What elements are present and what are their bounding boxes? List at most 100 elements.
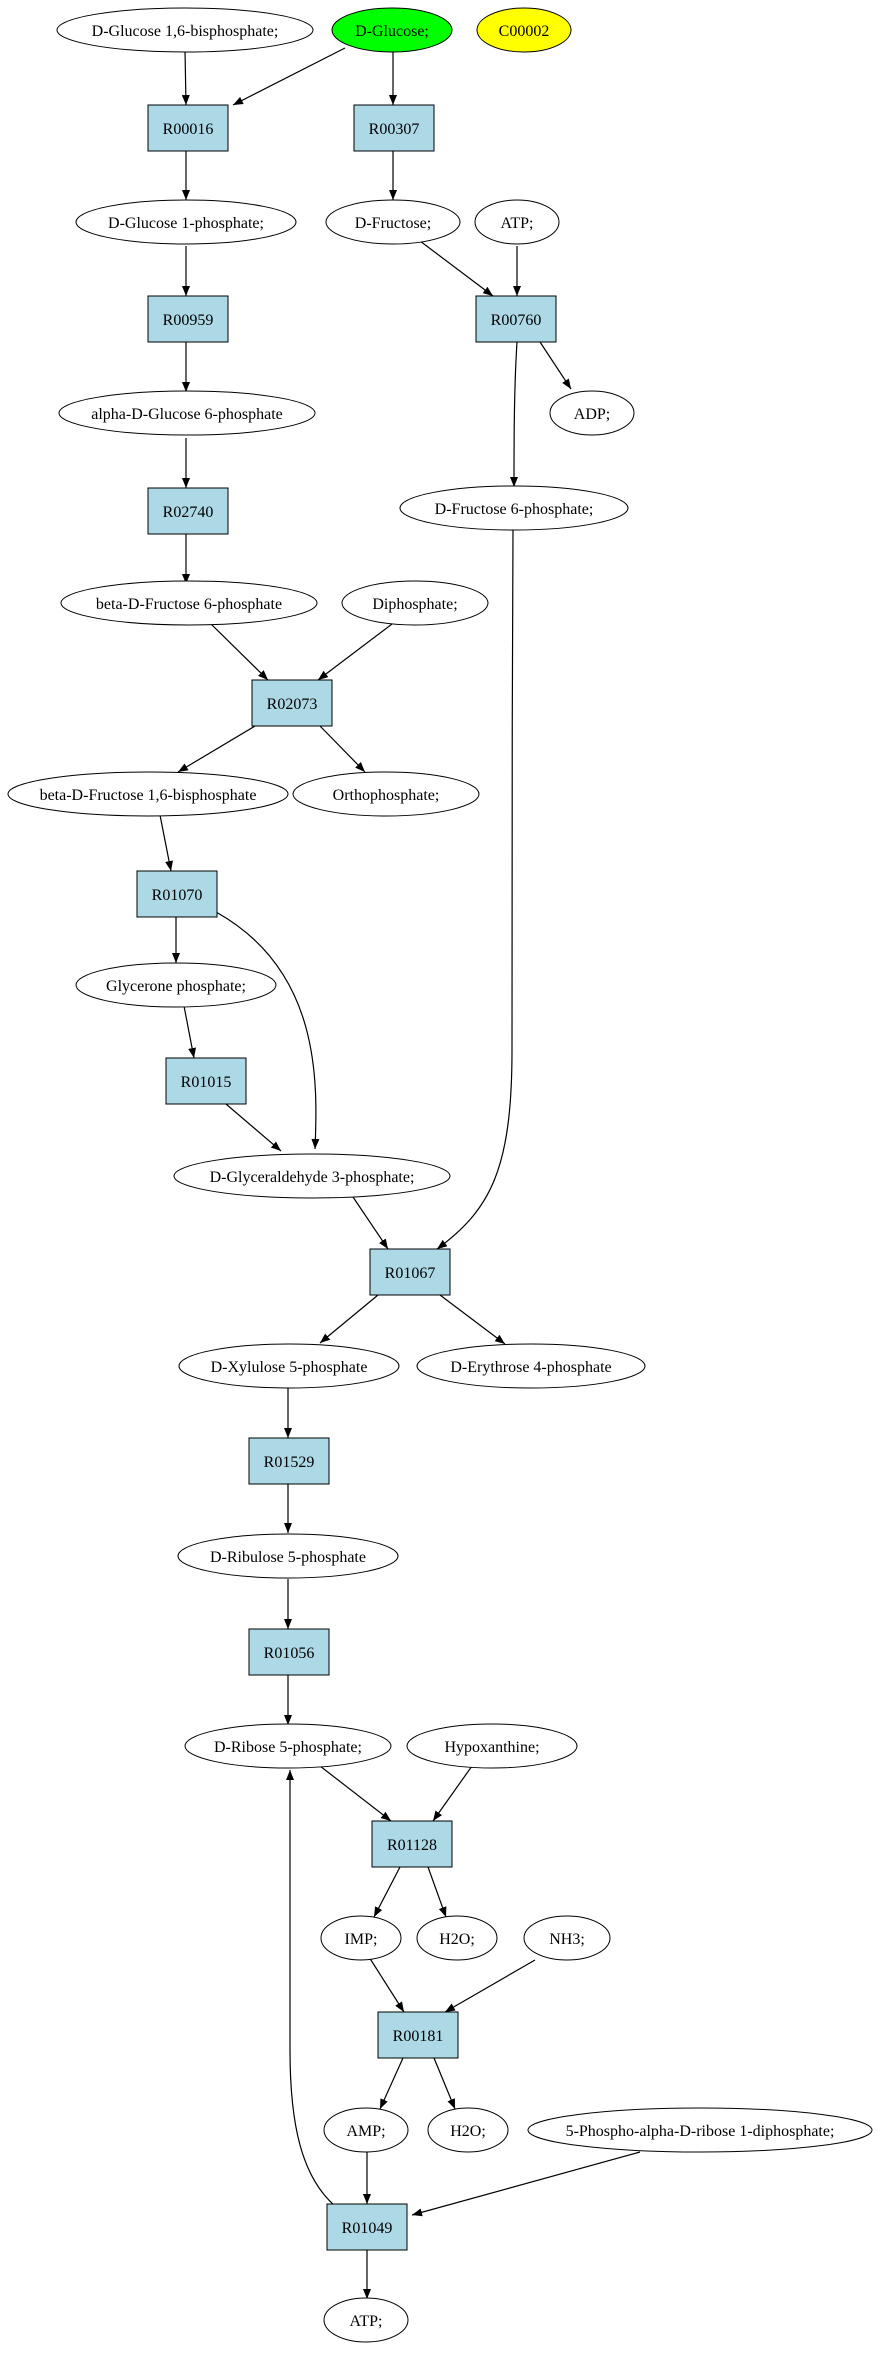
edge-glycerone-r01015: [183, 1005, 197, 1059]
reaction-label: R00016: [163, 121, 214, 138]
reaction-label: R01056: [264, 1645, 315, 1662]
reaction-label: R01070: [152, 887, 203, 904]
reaction-node[interactable]: R01067: [369, 1248, 451, 1296]
compound-node[interactable]: D-Fructose 6-phosphate;: [399, 485, 629, 531]
compound-node[interactable]: D-Ribulose 5-phosphate: [177, 1533, 399, 1579]
compound-node[interactable]: alpha-D-Glucose 6-phosphate: [58, 390, 316, 436]
compound-label: ATP;: [350, 2313, 383, 2330]
reaction-node[interactable]: R02073: [251, 679, 333, 727]
reaction-node[interactable]: R00016: [147, 104, 229, 152]
compound-node[interactable]: D-Glucose 1,6-bisphosphate;: [56, 7, 314, 53]
edge-r00760-adp: [539, 341, 572, 390]
edge-fructose-r00760: [419, 240, 494, 297]
compound-label: NH3;: [549, 1931, 585, 1948]
compound-node[interactable]: AMP;: [323, 2107, 409, 2153]
reaction-node[interactable]: R01529: [248, 1437, 330, 1485]
compound-label: Diphosphate;: [372, 596, 457, 613]
reaction-node[interactable]: R02740: [147, 487, 229, 535]
compound-node[interactable]: beta-D-Fructose 1,6-bisphosphate: [7, 771, 289, 817]
reaction-node[interactable]: R01049: [326, 2203, 408, 2251]
edge-glucose-r00016: [232, 47, 346, 106]
compound-label: H2O;: [450, 2123, 486, 2140]
edge-prpp-r01049: [411, 2151, 641, 2217]
edge-r01128-imp: [373, 1866, 401, 1918]
compound-label: Hypoxanthine;: [444, 1739, 539, 1756]
compound-node[interactable]: NH3;: [523, 1915, 611, 1961]
edge-bf6p-r02073: [210, 623, 269, 681]
compound-node[interactable]: beta-D-Fructose 6-phosphate: [60, 580, 318, 626]
edge-r00181-amp: [379, 2057, 404, 2110]
edge-g16bp-r00016: [181, 49, 190, 106]
compound-node[interactable]: Orthophosphate;: [292, 771, 480, 817]
compound-node[interactable]: D-Xylulose 5-phosphate: [178, 1343, 400, 1389]
compound-label: beta-D-Fructose 6-phosphate: [96, 596, 282, 613]
compound-node[interactable]: Diphosphate;: [341, 580, 489, 626]
edge-r01128-h2o: [427, 1866, 447, 1918]
compound-node-start[interactable]: D-Glucose;: [331, 7, 453, 53]
reaction-label: R00959: [163, 312, 214, 329]
compounds: D-Glucose 1,6-bisphosphate; D-Glucose; C…: [7, 7, 873, 2343]
compound-label: D-Glucose 1,6-bisphosphate;: [92, 23, 279, 40]
compound-label: D-Glucose;: [355, 23, 429, 40]
edge-g3p-r01067: [352, 1196, 389, 1250]
compound-node[interactable]: D-Glucose 1-phosphate;: [75, 199, 297, 245]
compound-label: D-Ribulose 5-phosphate: [210, 1549, 366, 1566]
compound-node[interactable]: D-Ribose 5-phosphate;: [184, 1723, 392, 1769]
compound-node[interactable]: IMP;: [320, 1915, 402, 1961]
edge-r00181-h2o: [433, 2057, 456, 2110]
compound-node[interactable]: D-Glyceraldehyde 3-phosphate;: [173, 1153, 451, 1199]
compound-label: D-Fructose;: [355, 215, 431, 232]
reaction-label: R02073: [267, 696, 318, 713]
reaction-label: R00760: [491, 312, 542, 329]
compound-node[interactable]: D-Fructose;: [325, 199, 461, 245]
edge-nh3-r00181: [444, 1959, 536, 2013]
edge-f6p-r01067: [436, 528, 514, 1250]
reaction-node[interactable]: R00181: [377, 2011, 459, 2059]
compound-node-highlight[interactable]: C00002: [476, 7, 572, 53]
compound-label: D-Glyceraldehyde 3-phosphate;: [210, 1169, 415, 1186]
compound-label: D-Ribose 5-phosphate;: [214, 1739, 362, 1756]
compound-node[interactable]: ATP;: [323, 2297, 409, 2343]
edge-r01049-r5p: [286, 1770, 341, 2211]
compound-node[interactable]: 5-Phospho-alpha-D-ribose 1-diphosphate;: [527, 2107, 873, 2153]
compound-node[interactable]: Hypoxanthine;: [406, 1723, 578, 1769]
reaction-label: R01067: [385, 1265, 436, 1282]
reaction-node[interactable]: R01070: [136, 870, 218, 918]
compound-label: Orthophosphate;: [333, 787, 440, 804]
edge-r5p-r01128: [319, 1765, 392, 1822]
compound-node[interactable]: ADP;: [549, 390, 635, 436]
reaction-label: R00307: [369, 121, 420, 138]
compound-label: D-Erythrose 4-phosphate: [450, 1359, 611, 1376]
reaction-label: R01049: [342, 2220, 393, 2237]
compound-label: Glycerone phosphate;: [106, 978, 246, 995]
reaction-label: R01015: [181, 1074, 232, 1091]
reaction-node[interactable]: R01015: [165, 1057, 247, 1105]
compound-label: D-Xylulose 5-phosphate: [211, 1359, 368, 1376]
compound-node[interactable]: H2O;: [427, 2107, 509, 2153]
compound-label: D-Fructose 6-phosphate;: [435, 501, 594, 518]
compound-node[interactable]: ATP;: [474, 199, 560, 245]
edge-imp-r00181: [368, 1956, 405, 2013]
edge-r01070-g3p: [215, 911, 320, 1150]
reaction-node[interactable]: R01128: [371, 1820, 453, 1868]
reactions: R00016 R00307 R00959 R00760 R02740 R0207…: [136, 104, 557, 2251]
edges: [159, 47, 641, 2299]
reaction-node[interactable]: R00307: [353, 104, 435, 152]
compound-node[interactable]: Glycerone phosphate;: [75, 962, 277, 1008]
compound-label: H2O;: [439, 1931, 475, 1948]
compound-label: alpha-D-Glucose 6-phosphate: [91, 406, 283, 423]
compound-label: beta-D-Fructose 1,6-bisphosphate: [40, 787, 257, 804]
reaction-node[interactable]: R01056: [248, 1628, 330, 1676]
compound-label: IMP;: [345, 1931, 378, 1948]
reaction-node[interactable]: R00760: [475, 295, 557, 343]
compound-node[interactable]: D-Erythrose 4-phosphate: [416, 1343, 646, 1389]
reaction-label: R01529: [264, 1454, 315, 1471]
compound-label: C00002: [499, 23, 550, 40]
reaction-label: R00181: [393, 2028, 444, 2045]
reaction-node[interactable]: R00959: [147, 295, 229, 343]
reaction-label: R01128: [387, 1837, 437, 1854]
compound-label: AMP;: [346, 2123, 385, 2140]
edge-r00760-f6p: [510, 341, 519, 488]
compound-node[interactable]: H2O;: [416, 1915, 498, 1961]
